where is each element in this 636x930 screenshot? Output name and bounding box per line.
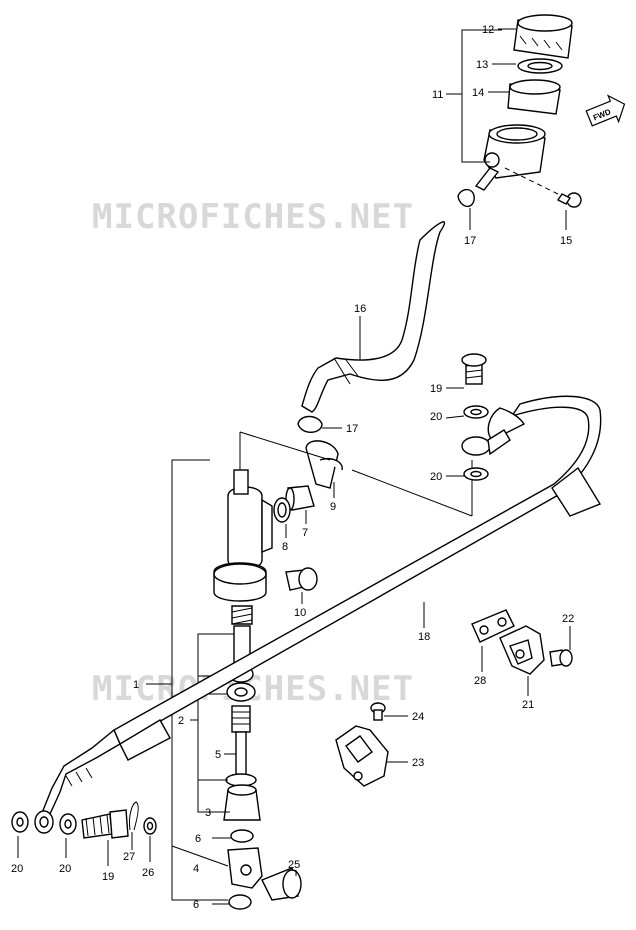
callout-20-left-a: 20 <box>11 863 23 875</box>
screw-22 <box>549 649 573 667</box>
callout-20-left-b: 20 <box>59 863 71 875</box>
master-cylinder-body <box>213 469 273 602</box>
callout-23: 23 <box>412 757 424 769</box>
clamp-17-lower <box>297 415 323 433</box>
callout-6-upper: 6 <box>195 833 201 845</box>
piston <box>231 705 251 733</box>
callout-15: 15 <box>560 235 572 247</box>
callout-25: 25 <box>288 859 300 871</box>
callout-6-lower: 6 <box>193 899 199 911</box>
clamp-17-top <box>457 189 475 207</box>
callout-18: 18 <box>418 631 430 643</box>
pin-25 <box>261 867 302 901</box>
push-rod <box>225 731 257 787</box>
screw-24 <box>370 702 386 721</box>
callout-16: 16 <box>354 303 366 315</box>
fwd-arrow-icon: FWD <box>585 94 626 127</box>
callout-24: 24 <box>412 711 424 723</box>
screw-15 <box>556 192 582 208</box>
nut-6-upper <box>230 829 254 843</box>
reservoir-cap <box>513 14 573 59</box>
callout-12: 12 <box>482 24 494 36</box>
callout-4: 4 <box>193 863 199 875</box>
callout-9: 9 <box>330 501 336 513</box>
bracket-plate-28 <box>471 609 515 643</box>
hose-joint <box>305 440 343 489</box>
callout-10: 10 <box>294 607 306 619</box>
banjo-fitting <box>461 429 511 456</box>
callout-3: 3 <box>205 807 211 819</box>
boot-3 <box>223 784 261 821</box>
callout-27: 27 <box>123 851 135 863</box>
bolt-10 <box>285 567 318 591</box>
callout-8: 8 <box>282 541 288 553</box>
watermark-top: MICROFICHES.NET <box>92 197 414 237</box>
brake-hose <box>38 395 602 820</box>
callout-20-right-upper: 20 <box>430 411 442 423</box>
cotter-pin <box>129 801 139 831</box>
callout-17-lower: 17 <box>346 423 358 435</box>
callout-13: 13 <box>476 59 488 71</box>
callout-2: 2 <box>178 715 184 727</box>
nut-6-lower <box>228 894 252 910</box>
callout-22: 22 <box>562 613 574 625</box>
diaphragm-plate <box>517 58 563 74</box>
callout-11: 11 <box>432 89 443 101</box>
bracket-21 <box>499 625 545 675</box>
callout-19-right: 19 <box>430 383 442 395</box>
callout-7: 7 <box>302 527 308 539</box>
o-ring-8 <box>273 497 291 523</box>
callout-14: 14 <box>472 87 484 99</box>
banjo-bolt-right <box>461 353 487 385</box>
callout-1: 1 <box>133 679 139 691</box>
callout-20-right-lower: 20 <box>430 471 442 483</box>
callout-17-top: 17 <box>464 235 476 247</box>
callout-5: 5 <box>215 749 221 761</box>
banjo-bolt-left <box>81 809 129 839</box>
callout-19-left: 19 <box>102 871 114 883</box>
reservoir-hose <box>301 221 446 413</box>
holder-23 <box>335 725 389 787</box>
callout-26: 26 <box>142 867 154 879</box>
clevis-4 <box>227 847 263 889</box>
diaphragm <box>507 79 561 115</box>
callout-28: 28 <box>474 675 486 687</box>
reservoir-tank <box>474 124 546 191</box>
callout-21: 21 <box>522 699 534 711</box>
